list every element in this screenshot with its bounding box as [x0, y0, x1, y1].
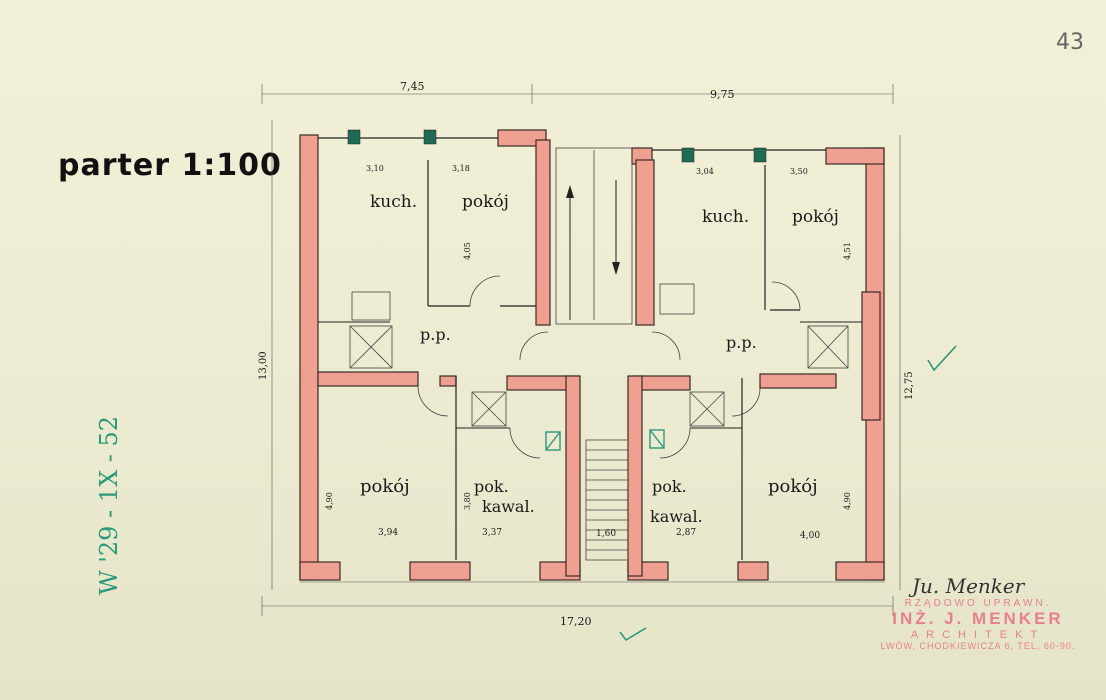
room-label-hall-left: p.p.: [420, 325, 451, 344]
dim-kitchen-right-width: 3,04: [696, 167, 714, 176]
room-label-bachelor-right-line2: kawal.: [650, 507, 703, 526]
room-label-room-top-left: pokój: [462, 192, 509, 212]
dim-right-height: 12,75: [904, 371, 915, 400]
page-number: 43: [1056, 30, 1084, 55]
architect-stamp: RZĄDOWO UPRAWN. INŻ. J. MENKER ARCHITEKT…: [862, 598, 1094, 651]
dim-top-left: 7,45: [400, 80, 425, 93]
architect-signature: Ju. Menker: [912, 574, 1025, 598]
room-label-bachelor-left-line1: pok.: [474, 477, 509, 496]
stamp-line-1: RZĄDOWO UPRAWN.: [904, 598, 1052, 609]
room-label-kitchen-left: kuch.: [370, 192, 417, 212]
stamp-line-4: LWÓW, CHODKIEWICZA 6, TEL. 60-90.: [880, 641, 1076, 651]
dim-room-left-width: 3,18: [452, 164, 470, 173]
dim-left-height: 13,00: [258, 351, 269, 380]
dim-bottom-right-height: 4,90: [843, 492, 852, 510]
ventilation-marks: [347, 129, 767, 451]
dim-bachelor-left-width: 3,37: [482, 528, 502, 538]
check-marks: [619, 345, 957, 642]
dim-bottom-left-height: 4,90: [325, 492, 334, 510]
door-swings: [417, 275, 801, 459]
bathrooms: [349, 283, 849, 427]
dim-room-left-height: 4,05: [463, 242, 472, 260]
room-label-bachelor-left-line2: kawal.: [482, 497, 535, 516]
dim-kitchen-left-width: 3,10: [366, 164, 384, 173]
dimension-lines: [261, 84, 901, 616]
room-label-hall-right: p.p.: [726, 333, 757, 352]
staircase: [555, 147, 633, 561]
dim-bottom-right-width: 4,00: [800, 531, 820, 541]
dim-bachelor-right-width: 2,87: [676, 528, 696, 538]
room-label-room-bottom-right: pokój: [768, 476, 818, 497]
room-label-room-top-right: pokój: [792, 207, 839, 227]
dim-total-width: 17,20: [560, 615, 592, 628]
dim-bachelor-left-height: 3,80: [463, 492, 472, 510]
room-label-bachelor-right-line1: pok.: [652, 477, 687, 496]
stamp-line-2: INŻ. J. MENKER: [892, 609, 1064, 628]
dim-room-right-width: 3,50: [790, 167, 808, 176]
dim-stair-width: 1,60: [596, 529, 616, 539]
drawing-title: parter 1:100: [58, 148, 282, 183]
stamp-line-3: ARCHITEKT: [910, 629, 1046, 641]
room-label-kitchen-right: kuch.: [702, 207, 749, 227]
dim-room-right-height: 4,51: [843, 242, 852, 260]
dim-bottom-left-width: 3,94: [378, 528, 398, 538]
dim-top-right: 9,75: [710, 88, 735, 101]
room-label-room-bottom-left: pokój: [360, 476, 410, 497]
handwritten-note: W '29 - 1X - 52: [95, 415, 123, 595]
interior-walls: [317, 139, 881, 577]
